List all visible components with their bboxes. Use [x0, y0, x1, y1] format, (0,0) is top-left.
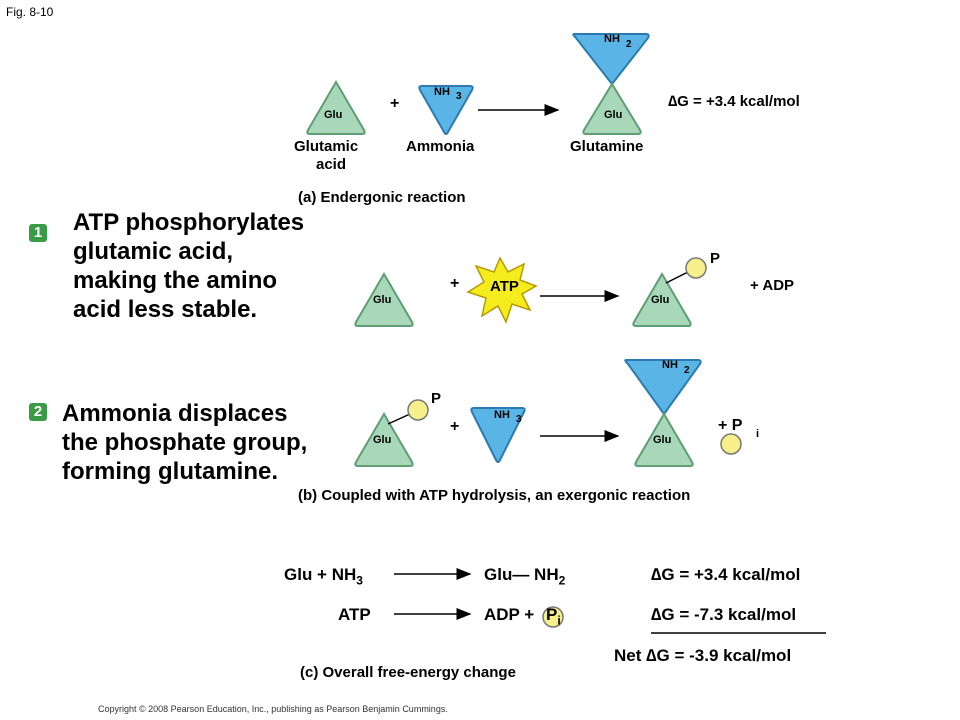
step2-ammonia-triangle: NH 3 — [470, 407, 526, 463]
c-row1-left-sub: 3 — [356, 573, 363, 588]
step1-text: ATP phosphorylates glutamic acid, making… — [73, 208, 304, 324]
nh2-label: NH — [604, 33, 620, 45]
ammonia-label: Ammonia — [406, 138, 475, 155]
phosphate-circle — [685, 257, 707, 279]
step2-glutamine: NH 2 Glu — [624, 359, 702, 467]
figure-label: Fig. 8-10 — [6, 5, 54, 19]
caption-c: (c) Overall free-energy change — [300, 664, 516, 681]
phosphorylated-glu: Glu P — [632, 250, 720, 327]
step1-badge: 1 — [29, 224, 47, 242]
plus-sign: + — [450, 275, 459, 292]
delta-g-a: ∆G = +3.4 kcal/mol — [668, 93, 800, 110]
nh3-label: NH — [494, 409, 510, 421]
step1-glu-triangle: Glu — [354, 272, 414, 327]
c-row2-left: ATP — [338, 605, 371, 624]
c-row1-left-text: Glu + NH — [284, 565, 357, 584]
plus-sign: + — [450, 418, 459, 435]
phosphate-label: P — [431, 390, 441, 407]
step1-line: ATP phosphorylates — [73, 209, 305, 236]
glu-label: Glu — [373, 434, 391, 446]
atp-label: ATP — [490, 278, 519, 295]
nh2-label: NH — [662, 359, 678, 371]
nh3-label: NH — [434, 86, 450, 98]
c-row1-left: Glu + NH3 — [284, 565, 363, 587]
glu-label: Glu — [653, 434, 671, 446]
c-row2-pi-text: P — [546, 605, 558, 624]
pi-subscript: i — [756, 428, 759, 440]
adp-label: + ADP — [750, 277, 794, 294]
glutamine-label: Glutamine — [570, 138, 643, 155]
glu-label: Glu — [651, 294, 669, 306]
caption-b: (b) Coupled with ATP hydrolysis, an exer… — [298, 487, 690, 504]
step1-line: glutamic acid, — [73, 238, 234, 265]
c-row1-dg: ∆G = +3.4 kcal/mol — [651, 565, 801, 584]
glu-label: Glu — [324, 109, 342, 121]
step2-line: forming glutamine. — [62, 458, 278, 485]
nh2-subscript: 2 — [626, 39, 632, 50]
pi-circle — [542, 606, 564, 628]
glutamic-label: Glutamic — [294, 138, 358, 155]
step2-phosphorylated-glu: Glu P — [354, 390, 441, 467]
step1-line: making the amino — [73, 267, 278, 294]
phosphate-label: P — [710, 250, 720, 267]
c-net-dg: Net ∆G = -3.9 kcal/mol — [614, 646, 792, 665]
step2-badge: 2 — [29, 403, 47, 421]
glu-label: Glu — [604, 109, 622, 121]
caption-a: (a) Endergonic reaction — [298, 189, 466, 206]
pi-label: + P — [718, 417, 743, 434]
c-row2-dg: ∆G = -7.3 kcal/mol — [651, 605, 797, 624]
pi-circle — [720, 433, 742, 455]
step2-line: Ammonia displaces — [62, 400, 288, 427]
step2-text: Ammonia displaces the phosphate group, f… — [62, 399, 307, 486]
c-row2-right: ADP + — [484, 605, 535, 624]
phosphate-circle — [407, 399, 429, 421]
step2-line: the phosphate group, — [62, 429, 308, 456]
glu-label: Glu — [373, 294, 391, 306]
c-row2-pi-sub: i — [557, 613, 561, 628]
nh2-subscript: 2 — [684, 365, 690, 376]
atp-burst: ATP — [466, 256, 538, 324]
glutamic-acid-triangle: Glu — [306, 80, 366, 135]
c-row2-pi: Pi — [546, 605, 561, 627]
ammonia-triangle: NH 3 — [418, 85, 474, 135]
nh3-subscript: 3 — [456, 91, 462, 102]
acid-label: acid — [316, 156, 346, 173]
copyright-notice: Copyright © 2008 Pearson Education, Inc.… — [98, 704, 448, 714]
c-row1-right-sub: 2 — [558, 573, 566, 588]
plus-sign: + — [390, 95, 399, 112]
step1-line: acid less stable. — [73, 296, 258, 323]
c-row1-right: Glu— NH2 — [484, 565, 565, 587]
c-row1-right-text: Glu— NH — [484, 565, 559, 584]
glutamine-molecule: NH 2 Glu — [572, 33, 650, 135]
nh3-subscript: 3 — [516, 414, 522, 425]
